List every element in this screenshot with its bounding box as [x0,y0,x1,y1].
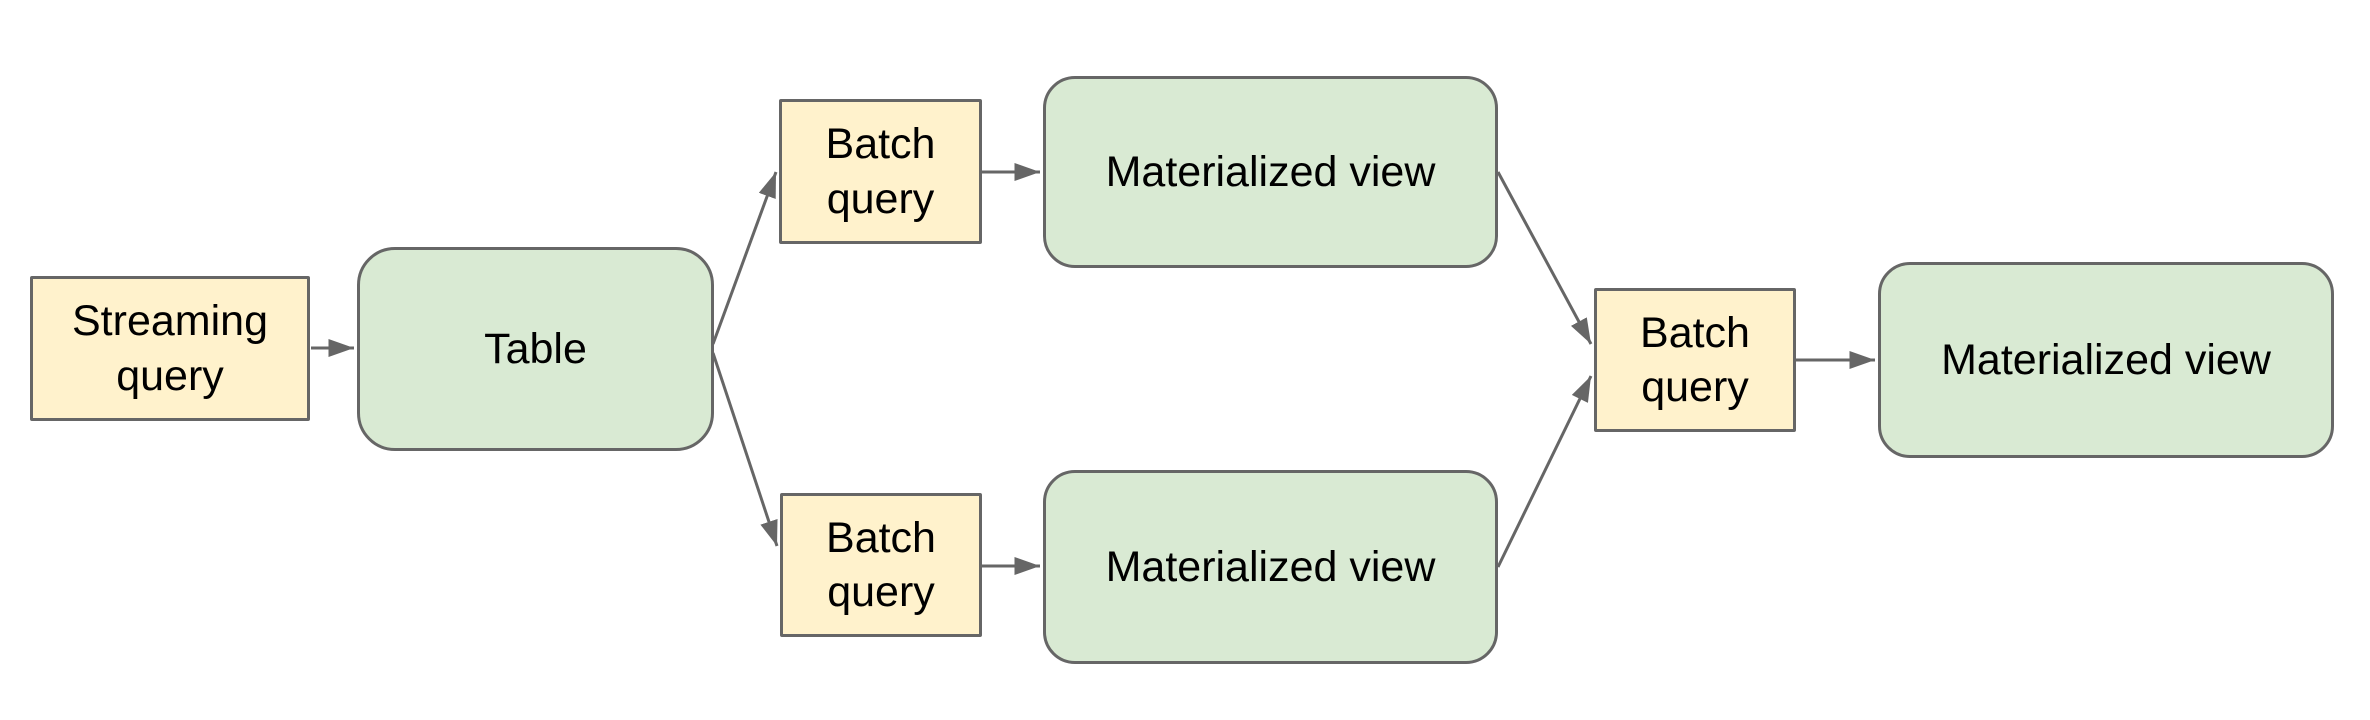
node-materialized-view-top: Materialized view [1043,76,1498,268]
node-batch-query-bottom: Batch query [780,493,982,637]
node-streaming-query-label: Streaming query [72,297,268,400]
edge-materialized-view-bottom-to-batch-query-right [1496,375,1593,568]
edge-materialized-view-top-to-batch-query-right [1496,171,1593,345]
node-materialized-view-right-label: Materialized view [1941,335,2271,384]
node-materialized-view-top-label: Materialized view [1105,147,1436,196]
edge-table-to-batch-query-bottom [711,352,779,547]
edge-table-to-batch-query-top [711,171,778,345]
node-materialized-view-bottom: Materialized view [1043,470,1498,664]
node-batch-query-top-label: Batch query [825,120,936,223]
node-table: Table [357,247,714,451]
node-table-label: Table [484,324,587,373]
node-materialized-view-right: Materialized view [1878,262,2334,458]
node-materialized-view-bottom-label: Materialized view [1105,542,1436,591]
node-batch-query-top: Batch query [779,99,982,244]
node-streaming-query: Streaming query [30,276,310,421]
node-batch-query-right-label: Batch query [1640,308,1750,411]
node-batch-query-right: Batch query [1594,288,1796,432]
node-batch-query-bottom-label: Batch query [826,513,936,616]
